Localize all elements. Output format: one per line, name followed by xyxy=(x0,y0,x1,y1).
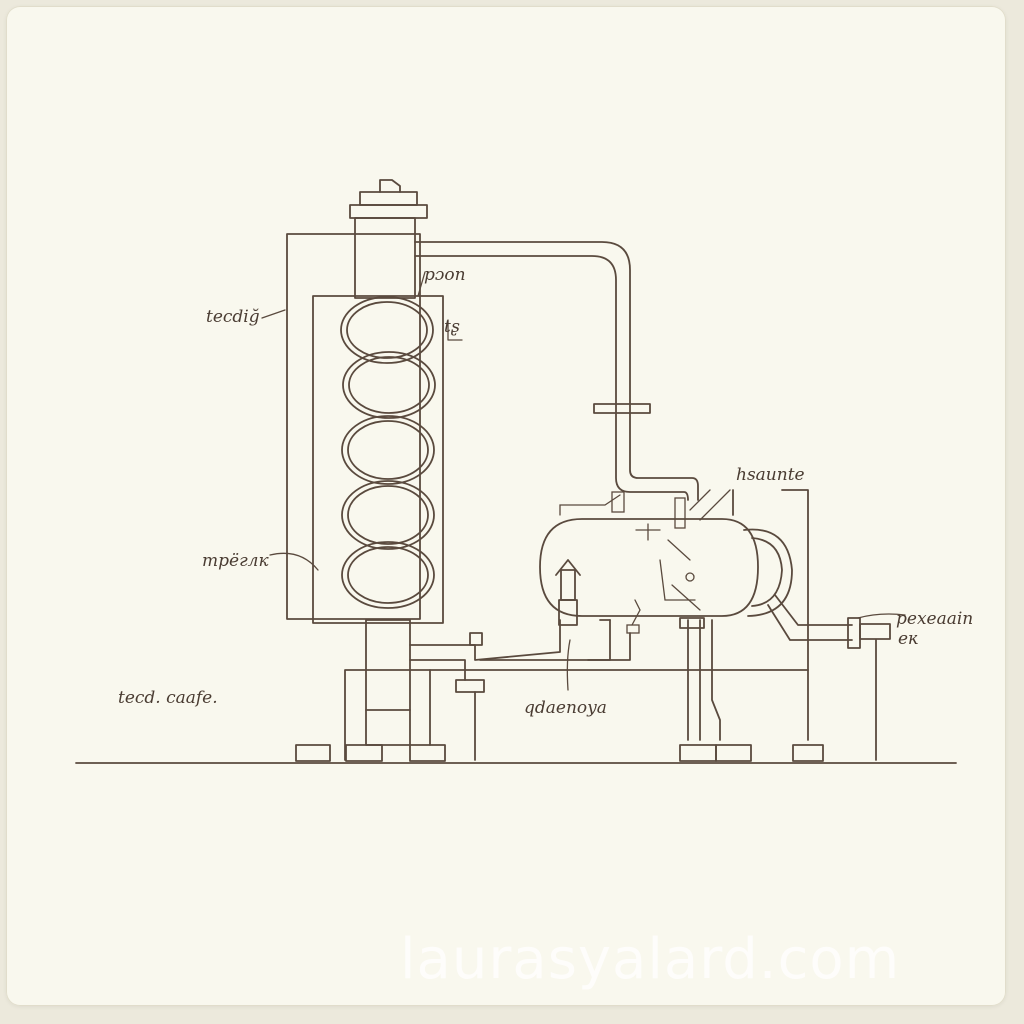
coil-helix xyxy=(340,296,436,609)
tank-instruments xyxy=(559,489,731,634)
label-outlet: pexeaain xyxy=(896,609,973,629)
label-sub: tʂ xyxy=(444,317,460,337)
paper-sheet xyxy=(6,6,1006,1006)
leader-lines xyxy=(261,271,906,691)
bottom-piping xyxy=(409,619,631,693)
foot-blocks xyxy=(295,744,824,762)
horizontal-tank xyxy=(539,489,809,741)
label-top: pɔon xyxy=(424,265,466,285)
label-piping: qdaenoya xyxy=(524,698,607,718)
label-feed: tecdiğ xyxy=(206,307,260,327)
label-tank-top: hsaunte xyxy=(736,465,805,485)
watermark: laurasyalard.com xyxy=(400,927,900,992)
outlet-pipe xyxy=(767,594,891,761)
support-stand xyxy=(344,617,809,761)
tank-valve xyxy=(555,559,581,626)
label-column: трёглк xyxy=(202,551,269,571)
column-tower xyxy=(349,179,428,746)
label-outlet-sub: eĸ xyxy=(898,629,918,649)
label-bottom-left: tecd. caafe. xyxy=(118,688,218,708)
overhead-pipe xyxy=(414,241,699,501)
